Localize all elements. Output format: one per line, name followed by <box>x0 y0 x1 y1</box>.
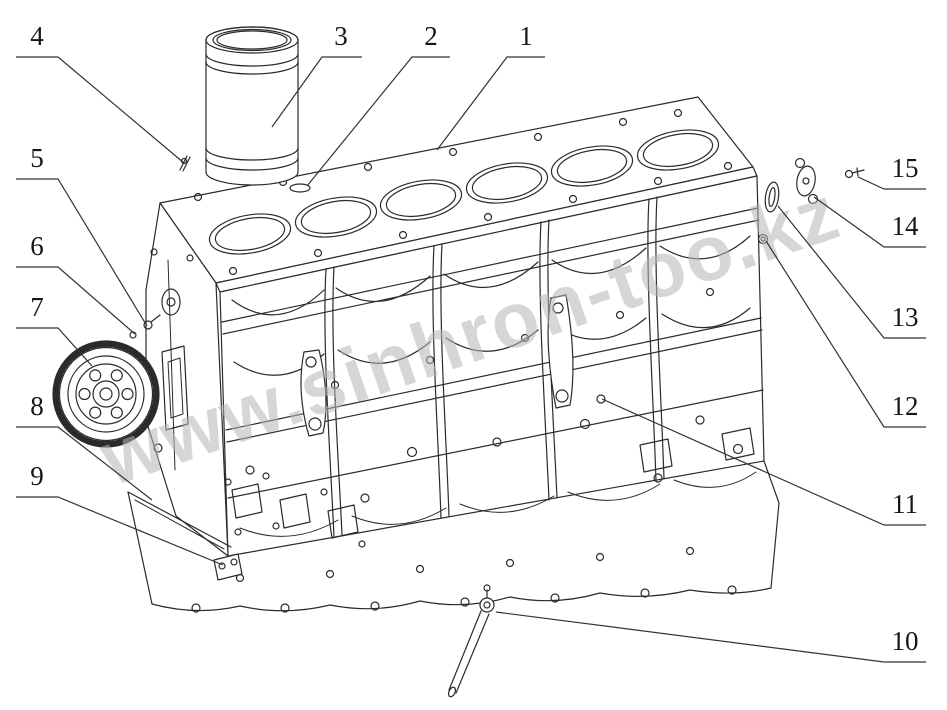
gear-fasteners <box>129 314 161 339</box>
callout-label-9: 9 <box>30 460 44 491</box>
left-end-face <box>145 202 229 557</box>
callout-label-14: 14 <box>891 210 919 241</box>
callout-leader-9 <box>16 496 224 566</box>
callout-label-3: 3 <box>334 20 348 51</box>
callout-leader-13 <box>777 205 926 339</box>
top-deck <box>159 96 758 293</box>
callout-leader-4 <box>16 56 185 164</box>
callout-leader-10 <box>495 611 926 663</box>
callout-label-11: 11 <box>892 488 918 519</box>
callout-leader-5 <box>16 178 148 327</box>
callout-leader-11 <box>601 398 926 526</box>
callout-leader-1 <box>436 56 545 151</box>
callout-label-4: 4 <box>30 20 44 51</box>
callout-label-8: 8 <box>30 390 44 421</box>
callout-leader-15 <box>857 176 926 190</box>
callout-leader-2 <box>306 56 450 187</box>
callout-leader-8 <box>16 426 153 501</box>
callout-leader-14 <box>813 196 926 248</box>
drain-plug-assembly <box>447 584 495 698</box>
callout-leader-6 <box>16 266 136 335</box>
callout-label-5: 5 <box>30 142 44 173</box>
watermark: www.sinhron-too.kz <box>89 167 851 503</box>
callout-label-12: 12 <box>891 390 919 421</box>
callout-label-7: 7 <box>30 291 44 322</box>
cylinder-liner <box>205 26 311 193</box>
callout-label-13: 13 <box>891 301 919 332</box>
callout-label-1: 1 <box>519 20 533 51</box>
callout-leader-12 <box>765 240 926 428</box>
cylinder-bores <box>193 108 733 276</box>
oil-pan-flange <box>127 460 780 613</box>
callout-leader-3 <box>271 56 362 128</box>
callout-label-15: 15 <box>891 152 919 183</box>
mounting-stud <box>179 155 191 172</box>
callout-label-10: 10 <box>891 625 919 656</box>
timing-gear <box>52 340 160 448</box>
callout-leader-7 <box>16 327 93 367</box>
callout-label-6: 6 <box>30 230 44 261</box>
front-face <box>219 175 765 557</box>
callout-label-2: 2 <box>424 20 438 51</box>
end-cover-parts <box>757 157 865 245</box>
